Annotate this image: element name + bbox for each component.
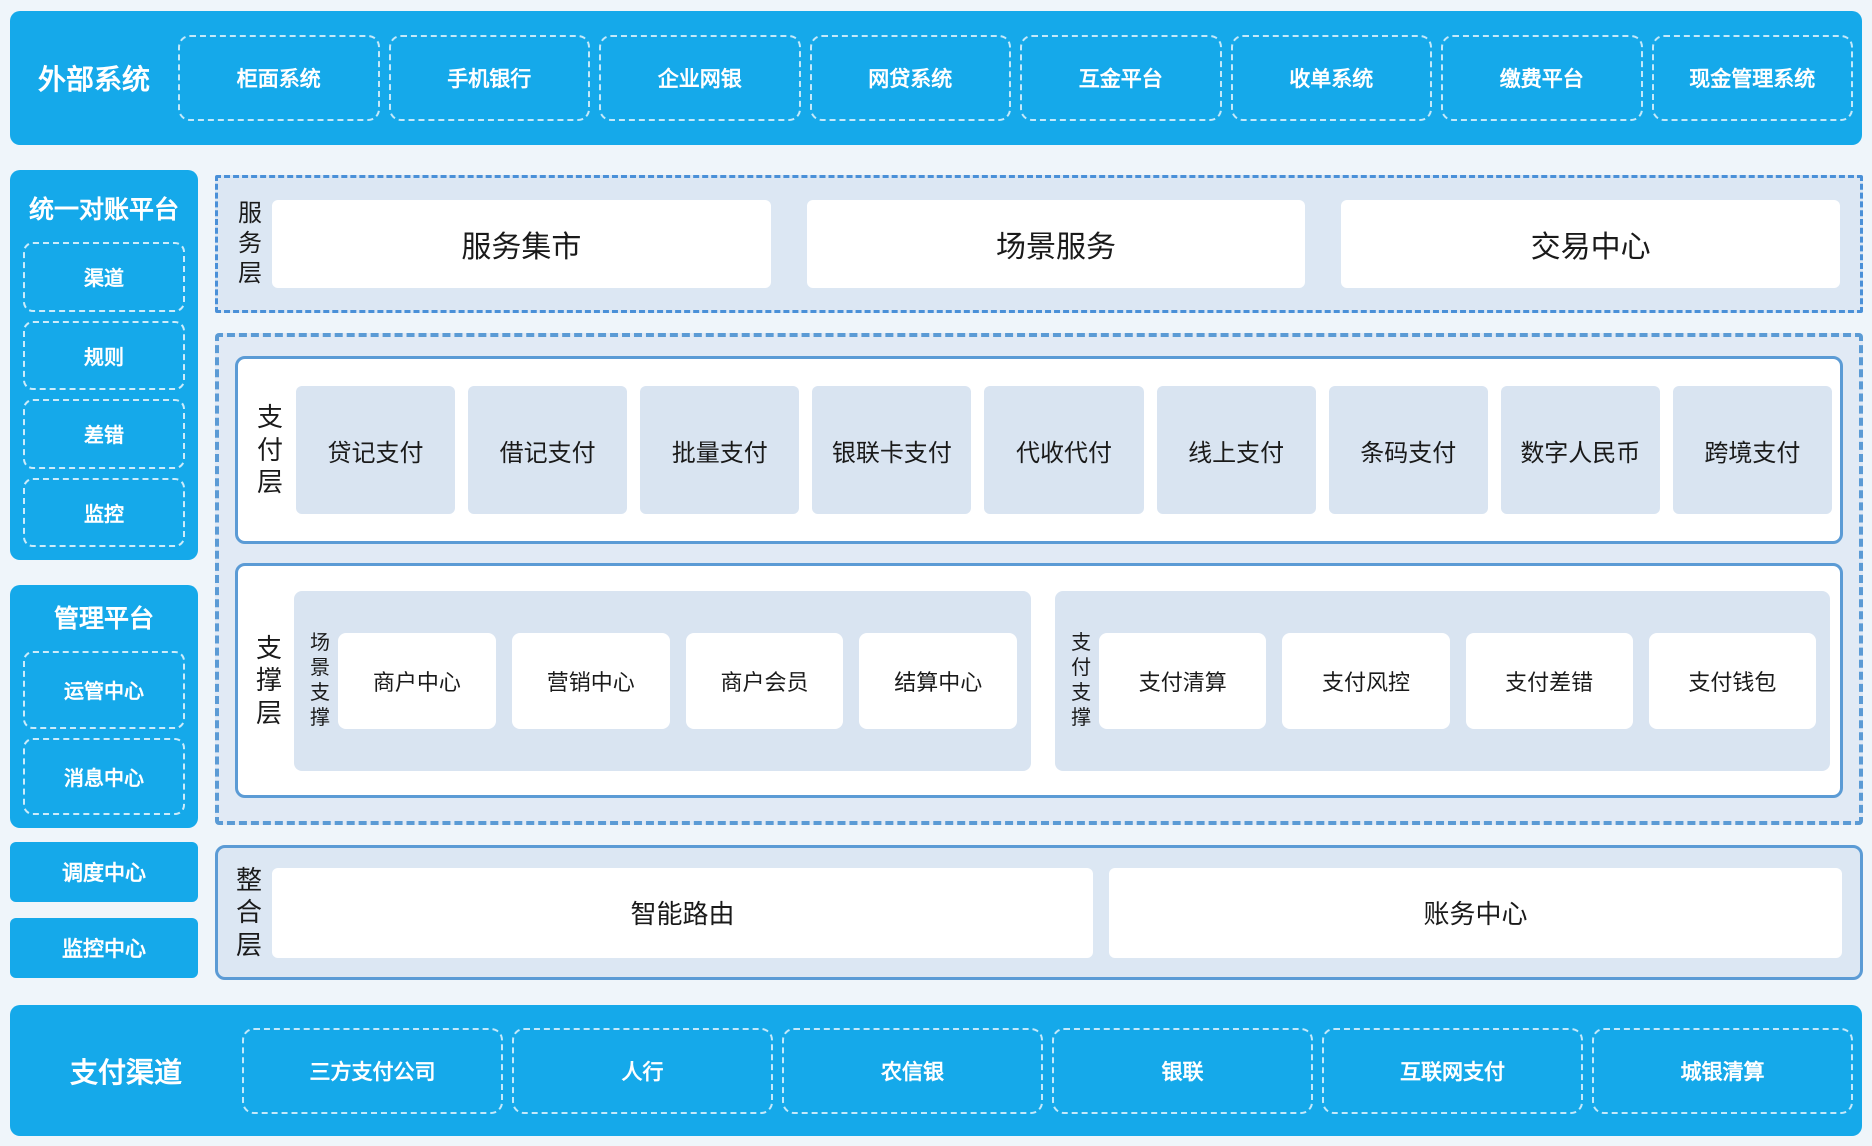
payment-channels-title: 支付渠道 (69, 1056, 182, 1088)
payment-item-credit: 贷记支付 (296, 386, 456, 514)
external-system-mobile-banking: 手机银行 (388, 35, 590, 121)
integration-layer-items: 智能路由 账务中心 (272, 867, 1842, 958)
payment-item-online: 线上支付 (1156, 386, 1316, 514)
payment-support-group: 支付支撑 支付清算 支付风控 支付差错 支付钱包 (1055, 590, 1830, 771)
reconciliation-item-errors: 差错 (23, 399, 185, 469)
service-item-service-market: 服务集市 (272, 200, 771, 288)
payment-item-digital-rmb: 数字人民币 (1500, 386, 1660, 514)
scenario-support-group: 场景支撑 商户中心 营销中心 商户会员 结算中心 (294, 590, 1032, 771)
payment-support-items: 支付清算 支付风控 支付差错 支付钱包 (1099, 632, 1816, 729)
management-item-message-center: 消息中心 (23, 737, 185, 815)
reconciliation-item-rules: 规则 (23, 320, 185, 390)
external-system-counter: 柜面系统 (178, 35, 380, 121)
payment-channels-items: 三方支付公司 人行 农信银 银联 互联网支付 城银清算 (242, 1005, 1853, 1136)
channel-rural-credit-bank: 农信银 (782, 1027, 1043, 1114)
external-system-cash-management: 现金管理系统 (1651, 35, 1853, 121)
payment-item-debit: 借记支付 (468, 386, 628, 514)
service-layer-items: 服务集市 场景服务 交易中心 (272, 200, 1841, 288)
payment-layer-panel: 支付层 贷记支付 借记支付 批量支付 银联卡支付 代收代付 线上支付 条码支付 … (235, 356, 1843, 544)
integration-item-accounting-center: 账务中心 (1108, 867, 1842, 958)
payment-support-item-wallet: 支付钱包 (1648, 632, 1816, 729)
management-platform-panel: 管理平台 运管中心 消息中心 (10, 585, 198, 828)
external-system-internet-finance: 互金平台 (1020, 35, 1222, 121)
payment-support-label: 支付支撑 (1071, 631, 1092, 729)
scenario-item-marketing-center: 营销中心 (511, 632, 670, 729)
payment-support-item-risk-control: 支付风控 (1282, 632, 1450, 729)
integration-layer-panel: 整合层 智能路由 账务中心 (215, 845, 1863, 980)
integration-item-smart-routing: 智能路由 (272, 867, 1093, 958)
management-platform-title: 管理平台 (53, 605, 154, 633)
external-systems-title: 外部系统 (37, 64, 150, 95)
external-systems-banner: 外部系统 柜面系统 手机银行 企业网银 网贷系统 互金平台 收单系统 缴费平台 … (10, 11, 1862, 145)
scenario-item-merchant-membership: 商户会员 (685, 632, 844, 729)
support-layer-panel: 支撑层 场景支撑 商户中心 营销中心 商户会员 结算中心 支付支撑 (235, 563, 1843, 798)
reconciliation-items: 渠道 规则 差错 监控 (23, 242, 185, 547)
service-item-trading-center: 交易中心 (1341, 200, 1841, 288)
external-system-acquiring: 收单系统 (1230, 35, 1432, 121)
service-layer-panel: 服务层 服务集市 场景服务 交易中心 (215, 175, 1863, 313)
payment-item-batch: 批量支付 (640, 386, 800, 514)
channel-pboc: 人行 (512, 1027, 773, 1114)
core-layers-container: 支付层 贷记支付 借记支付 批量支付 银联卡支付 代收代付 线上支付 条码支付 … (215, 333, 1863, 825)
channel-city-bank-clearing: 城银清算 (1592, 1027, 1853, 1114)
reconciliation-item-channel: 渠道 (23, 242, 185, 312)
management-item-operations-center: 运管中心 (23, 651, 185, 729)
integration-layer-label: 整合层 (235, 864, 262, 960)
scenario-item-settlement-center: 结算中心 (859, 632, 1018, 729)
payment-support-item-clearing: 支付清算 (1099, 632, 1267, 729)
service-layer-label: 服务层 (238, 200, 262, 287)
external-systems-items: 柜面系统 手机银行 企业网银 网贷系统 互金平台 收单系统 缴费平台 现金管理系… (178, 11, 1853, 145)
payment-item-cross-border: 跨境支付 (1672, 386, 1832, 514)
service-item-scenario-services: 场景服务 (806, 200, 1306, 288)
payment-layer-label: 支付层 (256, 402, 283, 498)
external-system-online-loan: 网贷系统 (809, 35, 1011, 121)
channel-internet-payment: 互联网支付 (1322, 1027, 1583, 1114)
management-items: 运管中心 消息中心 (23, 651, 185, 815)
scheduling-center-box: 调度中心 (10, 842, 198, 902)
support-layer-label: 支撑层 (255, 632, 282, 728)
payment-layer-items: 贷记支付 借记支付 批量支付 银联卡支付 代收代付 线上支付 条码支付 数字人民… (296, 386, 1832, 514)
payment-item-unionpay-card: 银联卡支付 (812, 386, 972, 514)
external-system-bill-payment: 缴费平台 (1441, 35, 1643, 121)
channel-unionpay: 银联 (1052, 1027, 1313, 1114)
channel-third-party-payment: 三方支付公司 (242, 1027, 503, 1114)
reconciliation-platform-title: 统一对账平台 (28, 196, 179, 224)
scenario-support-label: 场景支撑 (310, 631, 330, 729)
support-layer-groups: 场景支撑 商户中心 营销中心 商户会员 结算中心 支付支撑 支付清算 支付风控 … (294, 590, 1830, 771)
scenario-item-merchant-center: 商户中心 (338, 632, 496, 729)
payment-item-collection-agency: 代收代付 (984, 386, 1144, 514)
external-system-corporate-ebank: 企业网银 (599, 35, 801, 121)
reconciliation-platform-panel: 统一对账平台 渠道 规则 差错 监控 (10, 170, 198, 560)
reconciliation-item-monitoring: 监控 (23, 477, 185, 547)
payment-item-barcode: 条码支付 (1328, 386, 1488, 514)
scenario-support-items: 商户中心 营销中心 商户会员 结算中心 (338, 632, 1018, 729)
monitoring-center-box: 监控中心 (10, 918, 198, 978)
payment-channels-banner: 支付渠道 三方支付公司 人行 农信银 银联 互联网支付 城银清算 (10, 1005, 1862, 1136)
payment-support-item-error-handling: 支付差错 (1465, 632, 1633, 729)
